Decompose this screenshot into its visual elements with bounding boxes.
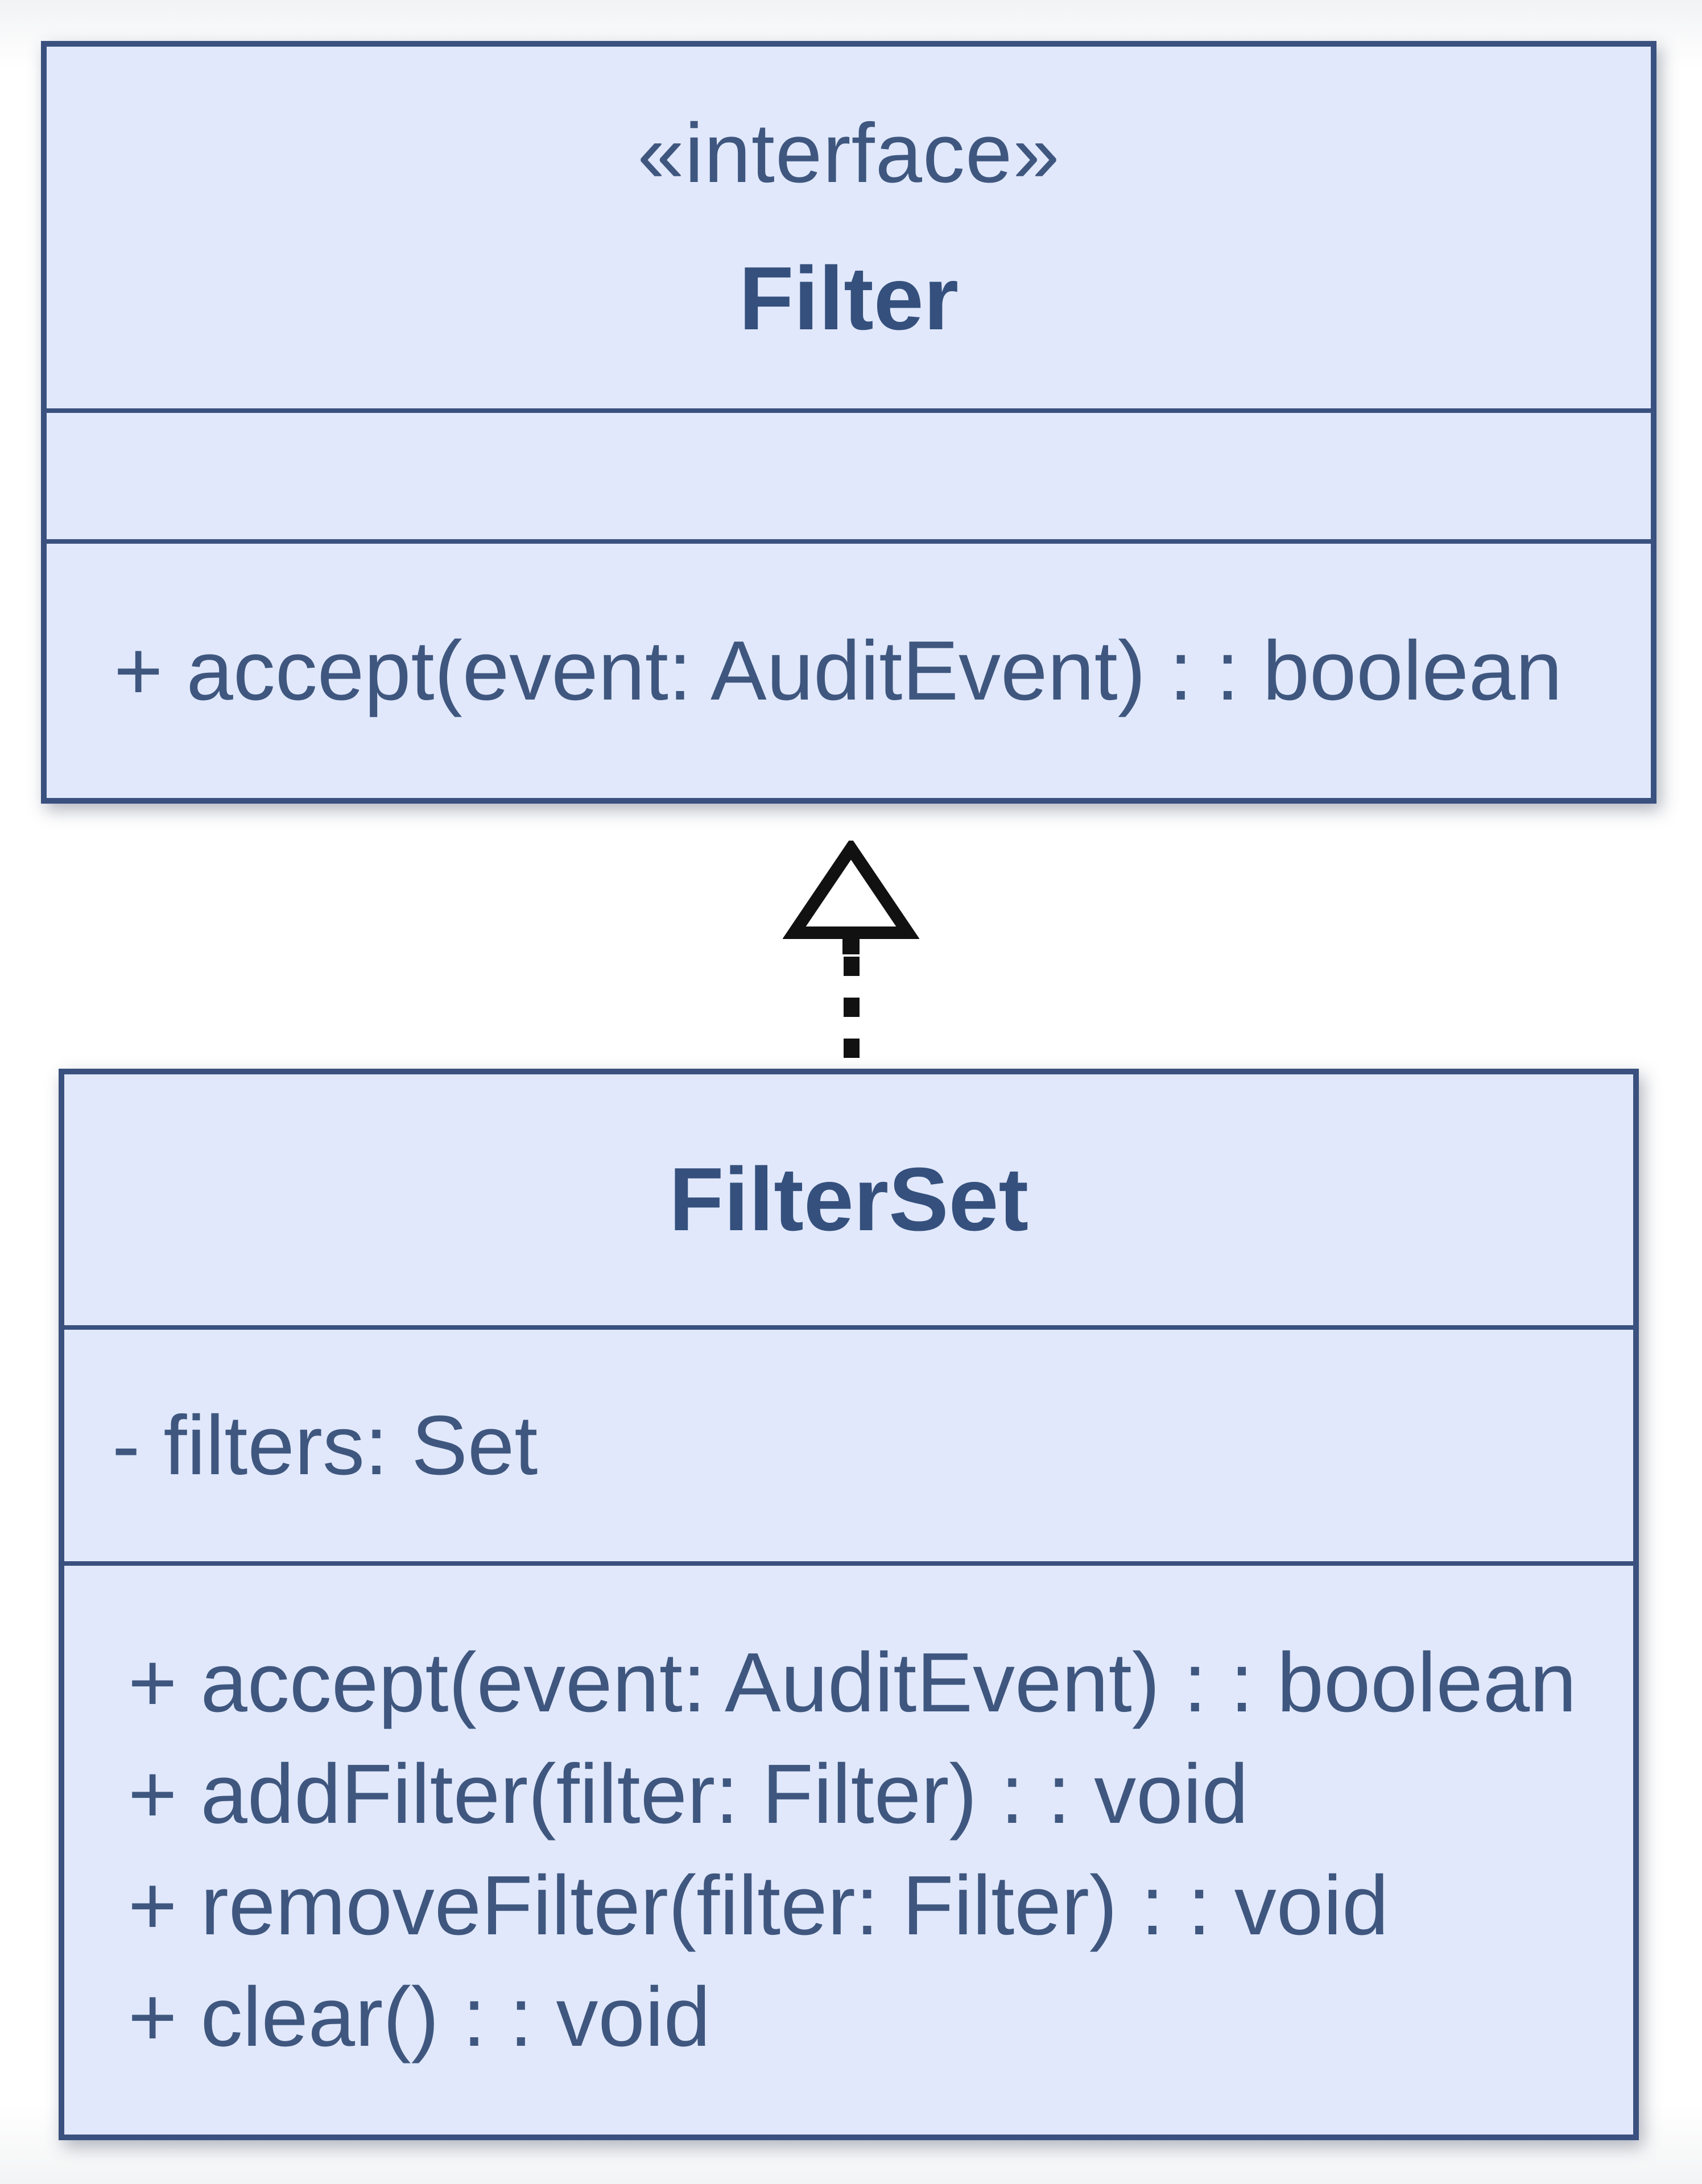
filterset-method-accept: + accept(event: AuditEvent) : : boolean (128, 1636, 1577, 1730)
filter-method-accept: + accept(event: AuditEvent) : : boolean (114, 623, 1563, 718)
filter-class-name: Filter (738, 248, 959, 349)
filter-header-compartment: «interface» Filter (47, 47, 1651, 408)
filter-methods-compartment: + accept(event: AuditEvent) : : boolean (47, 539, 1651, 798)
hollow-triangle-arrowhead (783, 841, 919, 954)
uml-class-box-filter[interactable]: «interface» Filter + accept(event: Audit… (41, 41, 1656, 804)
dashed-line (844, 957, 860, 1069)
filterset-method-clear: + clear() : : void (128, 1970, 711, 2064)
filterset-methods-compartment: + accept(event: AuditEvent) : : boolean … (64, 1561, 1633, 2135)
filterset-method-addfilter: + addFilter(filter: Filter) : : void (128, 1747, 1249, 1841)
interface-stereotype-label: «interface» (637, 106, 1060, 200)
filterset-attribute-filters: - filters: Set (112, 1398, 538, 1492)
filterset-class-name: FilterSet (668, 1149, 1029, 1250)
filterset-header-compartment: FilterSet (64, 1074, 1633, 1325)
filter-attributes-compartment (47, 408, 1651, 539)
filterset-method-removefilter: + removeFilter(filter: Filter) : : void (128, 1859, 1389, 1953)
uml-class-box-filterset[interactable]: FilterSet - filters: Set + accept(event:… (59, 1069, 1639, 2140)
filterset-attributes-compartment: - filters: Set (64, 1325, 1633, 1561)
